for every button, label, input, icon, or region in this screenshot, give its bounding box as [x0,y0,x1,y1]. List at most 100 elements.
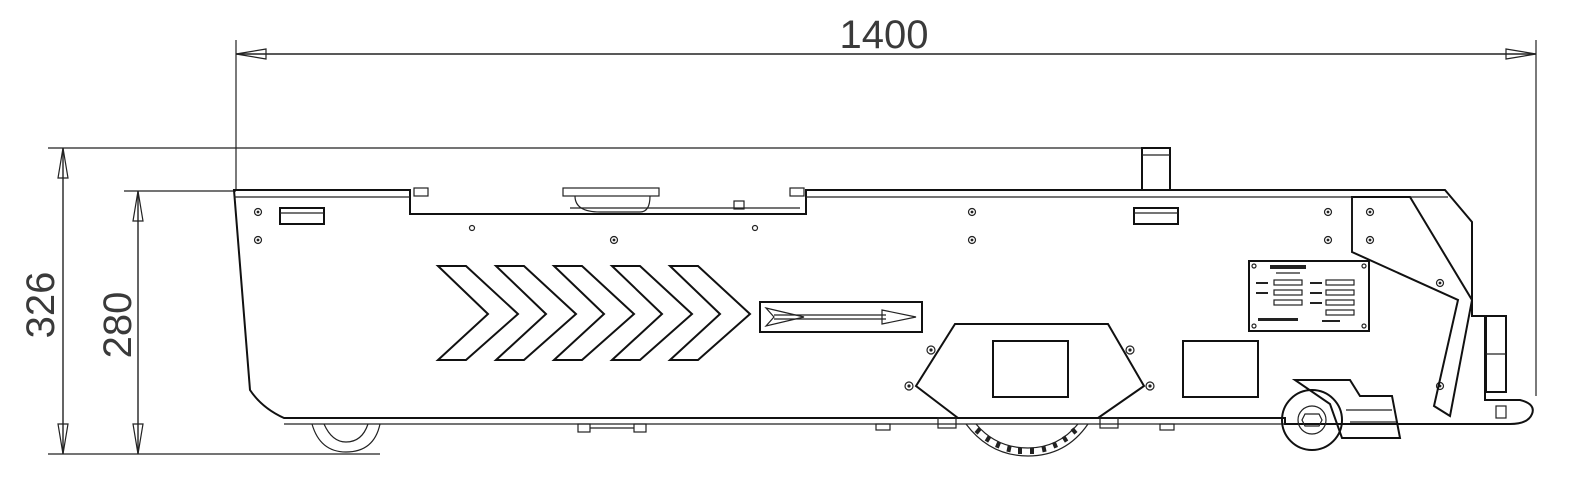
body-height-arrow-bottom [132,423,144,455]
rear-caster-fork [1291,379,1402,439]
nameplate-field [1325,309,1355,316]
screw-icon [1145,381,1155,391]
underbody-tab [633,423,647,433]
drive-wheel-mount-right [1099,417,1119,429]
rear-caster-wheel [1281,389,1343,451]
rear-caster-nut [1301,413,1323,427]
body-outline [232,189,1534,425]
overall-height-arrow-top [57,147,69,179]
drive-wheel-mount-left [937,417,957,429]
front-caster-hub [323,423,369,443]
front-caster [311,423,381,453]
length-dimension-label: 1400 [840,13,929,57]
access-panel-right [1182,340,1259,398]
rivet-icon [1361,323,1367,329]
screw-icon [751,224,759,232]
top-hatch [413,187,805,213]
body-height-dimension: 280 [96,190,236,455]
body-height-label: 280 [96,292,140,359]
length-arrow-left [235,48,267,60]
top-post-shape [1141,147,1171,191]
length-dimension: 1400 [235,13,1537,396]
hatch-handle-loop [574,195,651,213]
screw-icon [253,235,263,245]
nameplate-footer-mark [1258,318,1298,321]
length-arrow-right [1505,48,1537,60]
side-slots [279,207,1179,225]
front-caster-wheel [311,423,381,453]
nameplate-heading-mark [1270,265,1306,269]
hatch-hinge-left [413,187,429,197]
chevron-icon [435,265,520,361]
drive-wheel [937,417,1119,457]
chevron-icon [667,265,752,361]
overall-height-dimension: 326 [19,147,1150,455]
screw-icon [1365,207,1375,217]
hatch-latch [733,200,745,210]
underbody-tab [1159,423,1175,431]
screw-icon [967,207,977,217]
chevron-icon [609,265,694,361]
hatch-hinge-right [789,187,805,197]
rear-panel [1351,196,1507,419]
nameplate-frame [1248,260,1370,332]
nameplate-label-mark [1256,292,1268,294]
chevron-arrows [435,265,752,361]
underbody-features [577,423,1175,433]
hatch-handle-plate [562,187,660,197]
slot-right [1133,207,1179,225]
direction-arrow-frame [759,301,923,333]
screw-icon [904,381,914,391]
drive-cover-outline [914,323,1146,419]
chevron-icon [551,265,636,361]
nameplate-label-mark [1310,302,1322,304]
drive-cover [904,323,1155,419]
nameplate-field [1325,289,1355,296]
rivet-icon [1361,263,1367,269]
screw-icon [1323,207,1333,217]
underbody-tab [875,423,891,431]
chevron-icon [493,265,578,361]
rear-bracket-outline [1351,196,1474,418]
rear-caster-hub [1297,405,1327,435]
nameplate-footer-mark [1322,320,1340,322]
rivet-icon [1251,323,1257,329]
slot-left [279,207,325,225]
screw-icon [1125,345,1135,355]
screw-icon [253,207,263,217]
underbody-tab [577,423,591,433]
drive-wheel-arc-outer [965,423,1089,457]
overall-height-arrow-bottom [57,423,69,455]
screw-icon [1323,235,1333,245]
rivet-icon [1251,263,1257,269]
body-height-arrow-top [132,190,144,222]
rear-connector [1495,405,1507,419]
screw-icon [468,224,476,232]
nameplate-field [1325,299,1355,306]
nameplate-field [1273,289,1303,296]
nameplate-label-mark [1310,292,1322,294]
screw-icon [1365,235,1375,245]
drive-wheel-arc-inner [975,423,1079,449]
overall-height-label: 326 [19,272,63,339]
nameplate-field [1273,299,1303,306]
nameplate-field [1273,279,1303,286]
top-post [1141,147,1171,191]
screws [253,207,1445,391]
screw-icon [1435,278,1445,288]
vehicle-body [232,189,1534,425]
nameplate [1248,260,1370,332]
nameplate-label-mark [1256,282,1268,284]
screw-icon [926,345,936,355]
nameplate-label-mark [1310,282,1322,284]
arrow-head-icon [881,309,917,325]
rear-caster [1281,379,1402,451]
direction-arrow-label [759,301,923,333]
nameplate-field [1325,279,1355,286]
drive-wheel-teeth [974,427,1078,454]
arrow-tail-icon [764,306,805,328]
screw-icon [967,235,977,245]
drive-window-left [992,340,1069,398]
screw-icon [609,235,619,245]
